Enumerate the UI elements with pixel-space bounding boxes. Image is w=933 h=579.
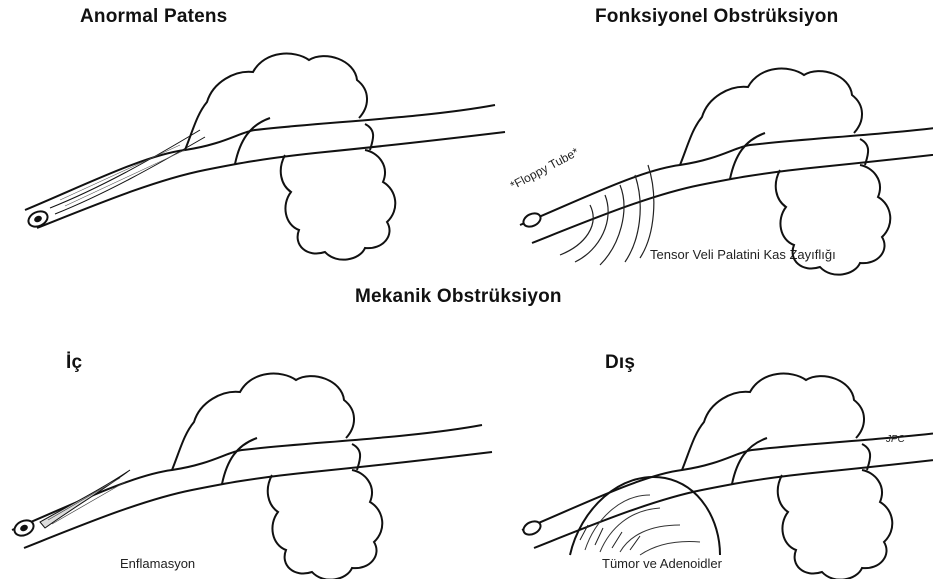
svg-text:*Floppy Tube*: *Floppy Tube*: [508, 145, 581, 193]
artist-mark: JPC: [885, 434, 906, 445]
panel-fonksiyonel-obstruksiyon: [520, 69, 933, 275]
panel-anormal-patens: [25, 54, 505, 260]
panel-dis-tumor: [521, 374, 933, 579]
panel-ic-enflamasyon: [12, 374, 492, 579]
floppy-tube-label: *Floppy Tube*: [508, 145, 581, 193]
